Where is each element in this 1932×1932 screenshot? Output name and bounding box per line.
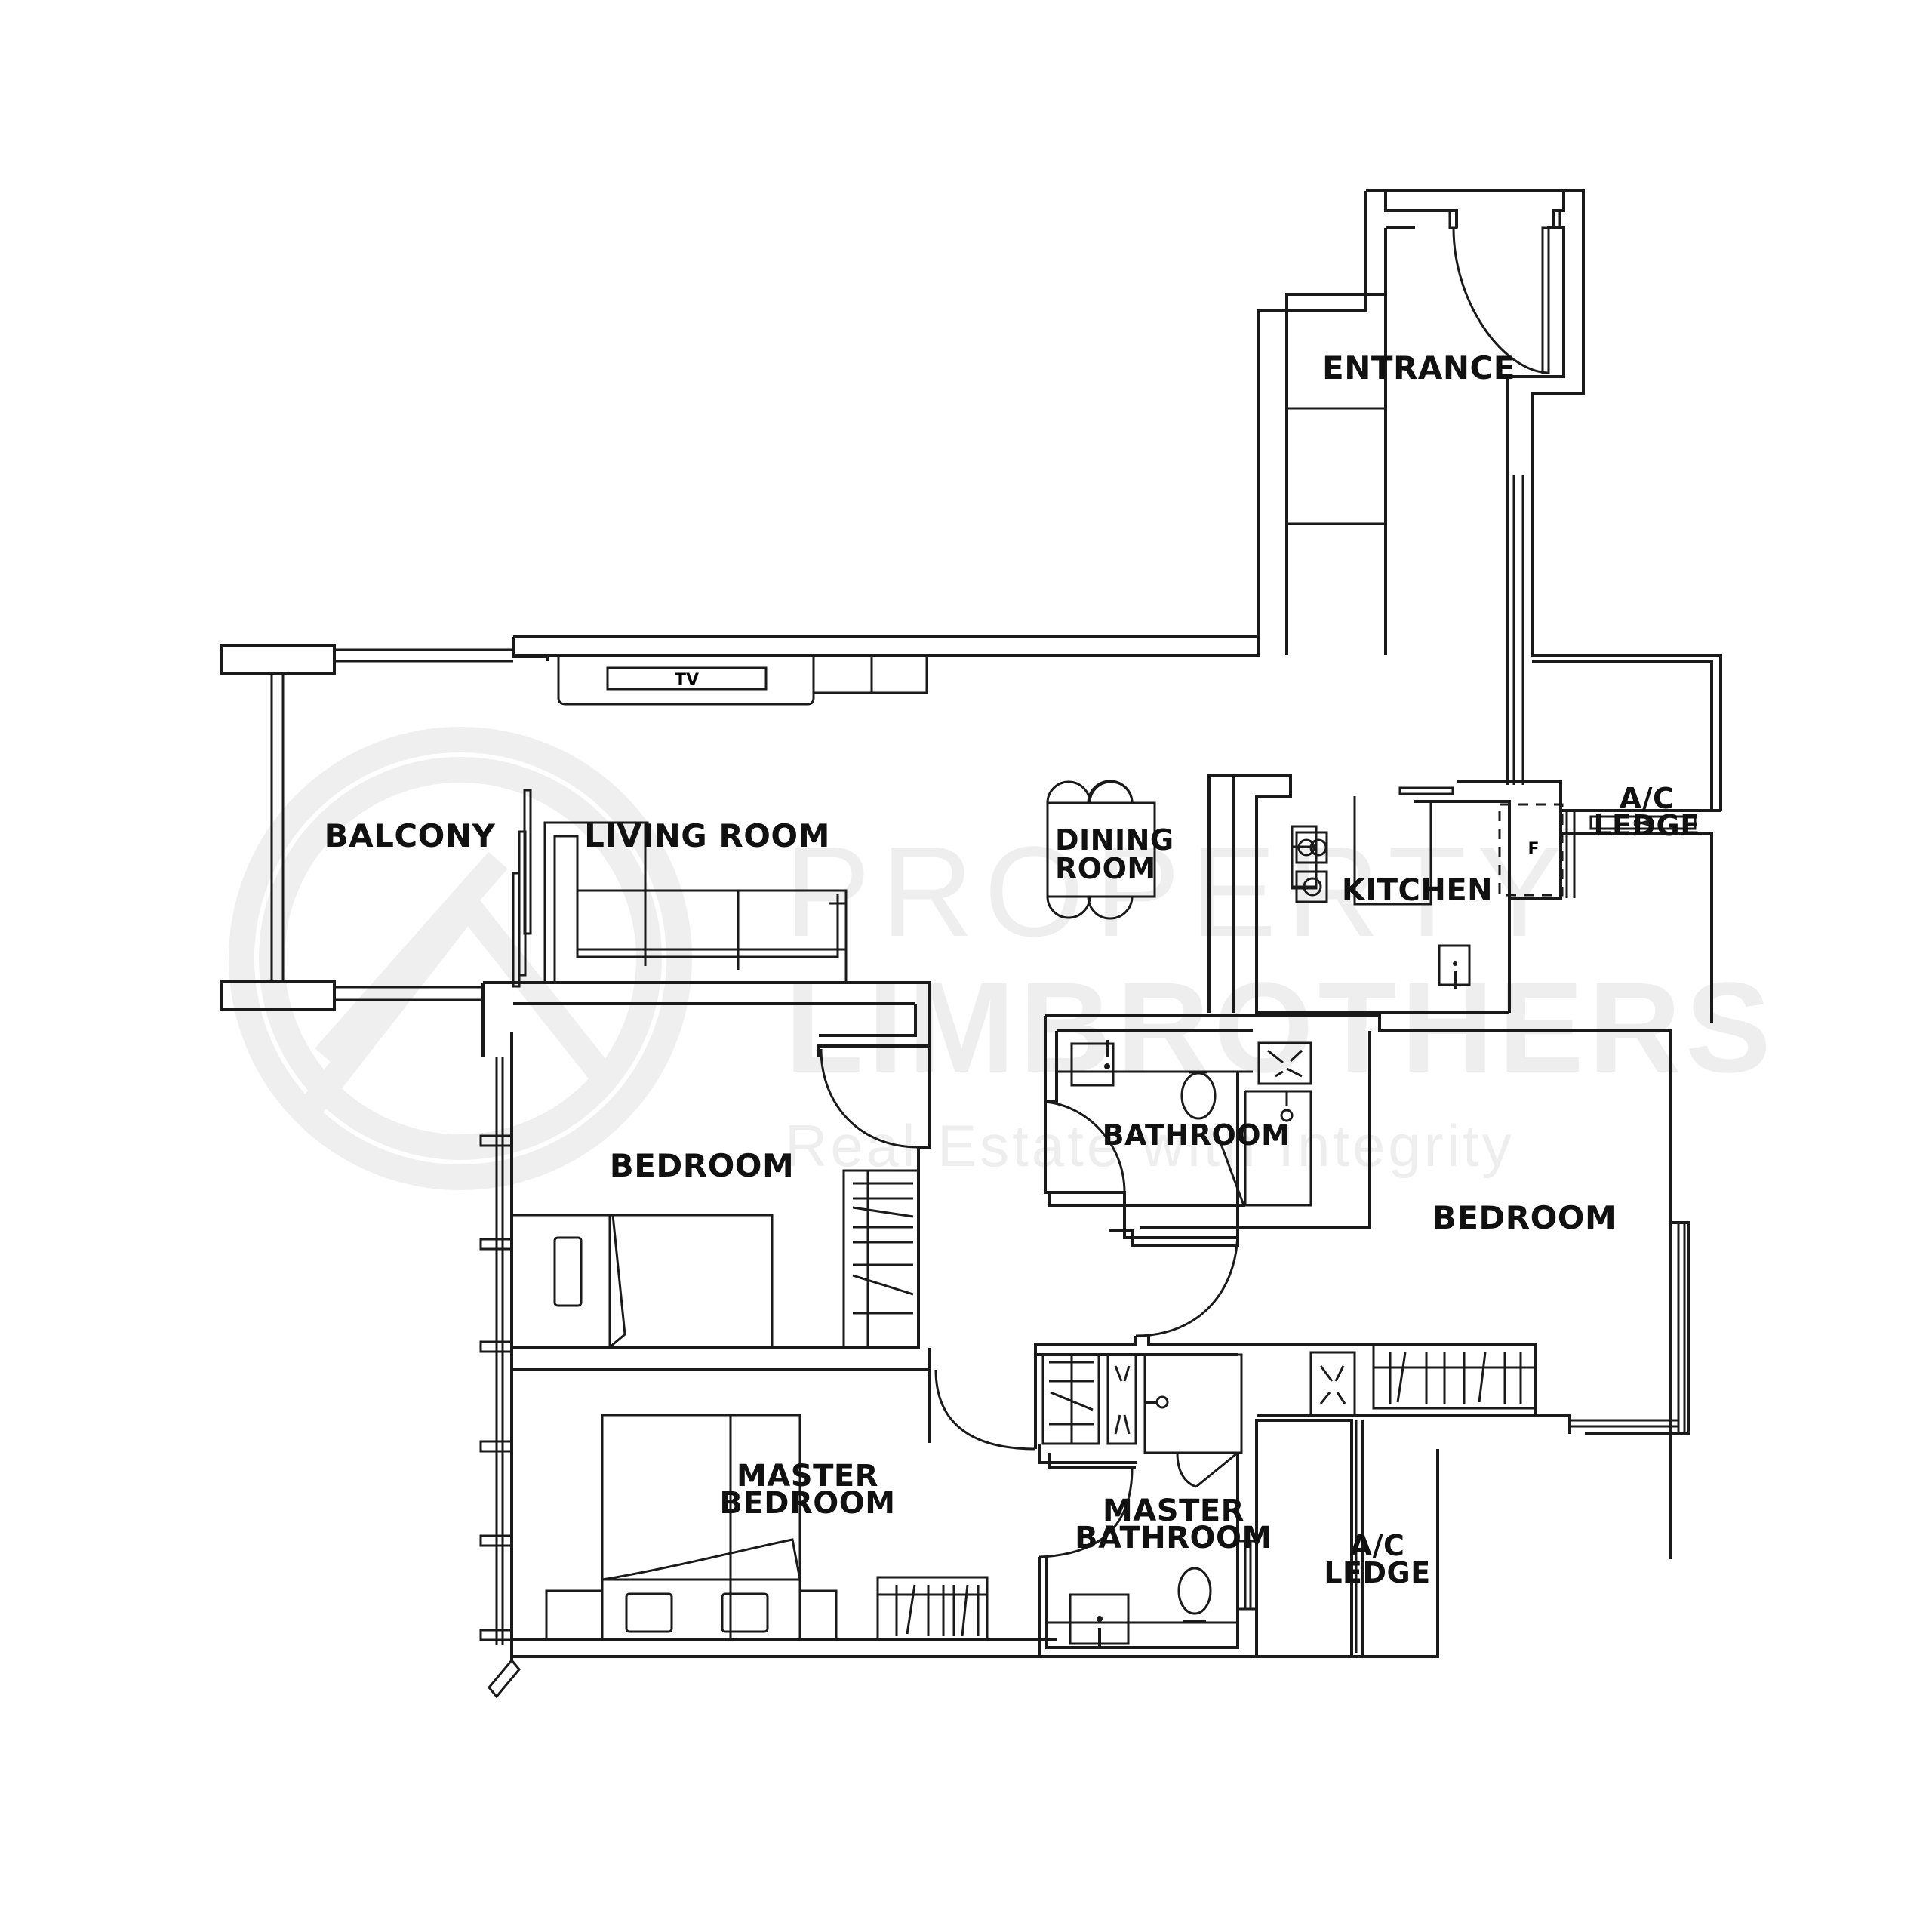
room-label-kitchen: KITCHEN [1341,873,1494,908]
room-label-balcony: BALCONY [324,817,496,854]
master-bathroom [1035,1353,1258,1657]
room-label-entrance: ENTRANCE [1322,349,1515,386]
watermark-logo-icon [229,727,692,1190]
master-bathroom-line1: MASTER [1103,1494,1244,1528]
tv-label: TV [675,671,699,690]
ac-ledge-bottom-line2: LEDGE [1324,1556,1431,1589]
right-bedroom [1034,1031,1690,1449]
watermark-line1: PROPERTY [785,820,1573,964]
kitchen-walls [1208,774,1562,1014]
fridge-label: F [1527,840,1539,859]
master-bedroom-line1: MASTER [737,1459,878,1494]
ac-ledge-bottom-line1: A/C [1349,1529,1405,1562]
entrance-walls [513,189,1585,785]
kitchen-counter [1295,796,1471,989]
room-label-master-bedroom: MASTER BEDROOM [694,1459,921,1521]
tv-console [557,654,928,706]
room-label-ac-ledge-top: A/C LEDGE [1579,782,1715,842]
dining-table [1046,780,1156,920]
ac-ledge-top-line1: A/C [1619,782,1675,815]
sofa [543,821,848,983]
room-label-dining-room: DINING ROOM [1055,823,1174,885]
fridge [1498,803,1564,897]
room-label-living-room: LIVING ROOM [584,817,830,854]
dining-line2: ROOM [1055,852,1156,885]
room-label-bedroom-left: BEDROOM [609,1147,795,1184]
room-label-bedroom-right: BEDROOM [1432,1199,1617,1236]
master-bedroom [488,1369,1439,1699]
master-bathroom-line2: BATHROOM [1075,1521,1272,1555]
common-bathroom [1044,1014,1672,1559]
left-bedroom [479,1032,931,1660]
ac-ledge-top-walls [1532,654,1722,1023]
dining-line1: DINING [1055,823,1174,857]
room-label-bathroom: BATHROOM [1102,1118,1291,1152]
room-label-ac-ledge-bottom: A/C LEDGE [1309,1529,1445,1589]
ac-ledge-top-line2: LEDGE [1593,809,1700,842]
watermark-line2: LIMBROTHERS [785,956,1776,1100]
room-label-master-bathroom: MASTER BATHROOM [1057,1494,1291,1555]
master-bedroom-line2: BEDROOM [719,1486,896,1521]
ac-ledge-bottom-walls [1255,1414,1536,1658]
